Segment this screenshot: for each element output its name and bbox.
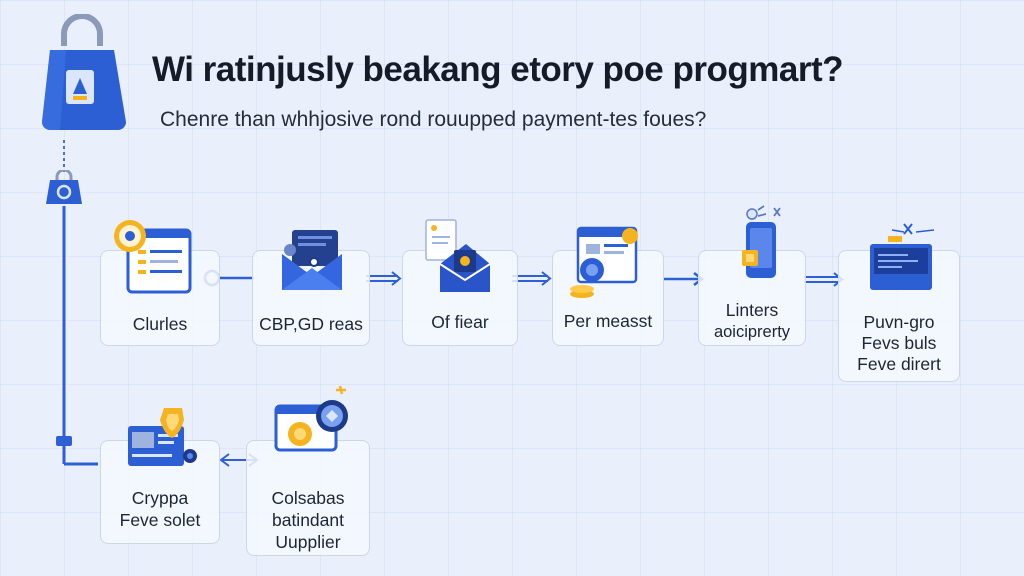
step-label: CBP,GD reas [259,314,363,334]
shield-browser-icon [122,404,202,470]
step-label: Clurles [132,314,188,334]
step-label-line-2: Feve solet [119,510,201,530]
arrow-3-4 [512,271,552,286]
browser-coin-icon [108,216,196,294]
step-label: Of fiear [431,312,489,332]
step-label-line-2: Fevs buls [861,333,937,353]
step-label-line-2: aoiciprerty [713,323,791,341]
page-subtitle: Chenre than whhjosive rond rouupped paym… [160,108,707,131]
step-label-line-1: Colsabas [271,488,345,508]
smartphone-payment-icon [734,204,788,284]
padlock-icon [36,14,132,144]
envelope-screen-icon [274,224,350,294]
envelope-document-icon [420,216,496,296]
small-lock-icon [44,170,84,208]
monitor-coins-icon [566,222,646,306]
card-reader-icon [862,218,942,294]
page-title: Wi ratinjusly beakang etory poe progmart… [152,50,843,89]
step-label-line-1: Puvn-gro [863,312,935,332]
bottom-card-2[interactable]: Colsabas batindant Uupplier [246,440,370,556]
arrow-2-3 [366,271,402,286]
step-label-line-3: Uupplier [275,532,341,552]
spine-node [56,436,72,446]
step-label-line-1: Cryppa [131,488,189,508]
step-label-line-3: Feve dirert [857,354,941,374]
step-label-line-2: batindant [271,510,344,530]
monitor-coin-icon [270,384,360,468]
arrow-5-6 [804,272,844,287]
step-label-line-1: Linters [725,300,779,320]
arrow-4-5 [664,272,705,286]
step-label: Per measst [563,311,653,331]
